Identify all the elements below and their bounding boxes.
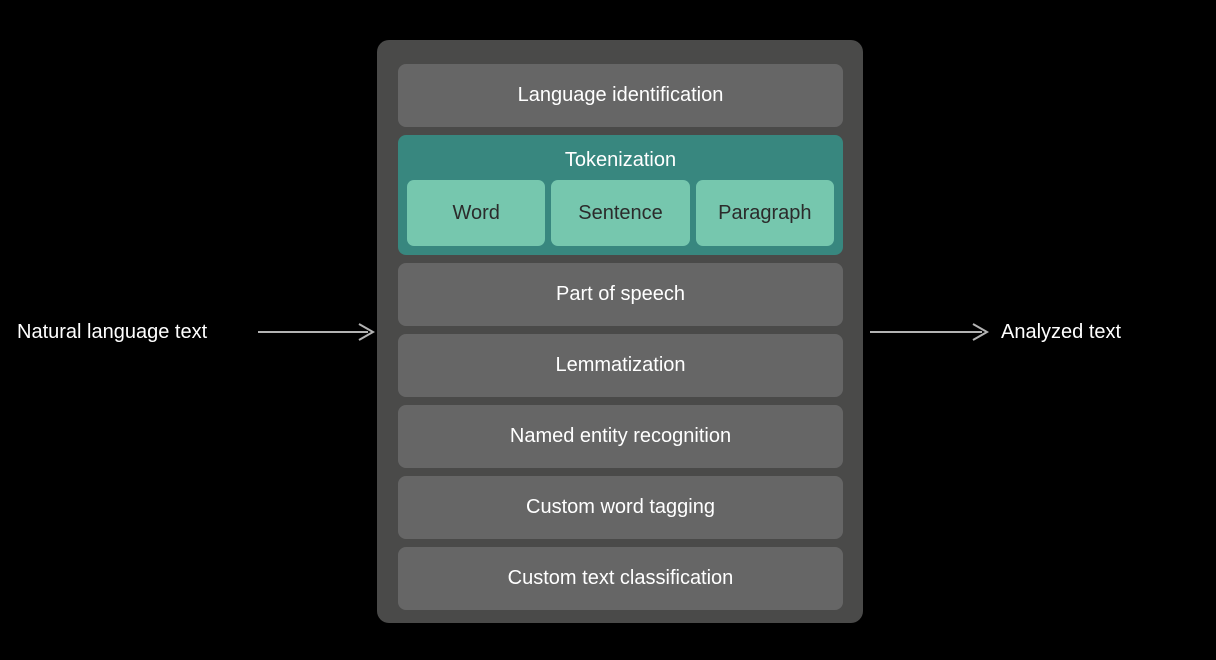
stage-lemmatization[interactable]: Lemmatization: [398, 334, 843, 397]
stage-language-identification[interactable]: Language identification: [398, 64, 843, 127]
input-label: Natural language text: [17, 321, 208, 343]
tokenization-sub-word[interactable]: Word: [407, 180, 546, 246]
tokenization-sub-sentence[interactable]: Sentence: [551, 180, 690, 246]
stage-custom-text-classification[interactable]: Custom text classification: [398, 547, 843, 610]
tokenization-sub-paragraph[interactable]: Paragraph: [695, 180, 834, 246]
stage-part-of-speech[interactable]: Part of speech: [398, 263, 843, 326]
stage-named-entity-recognition[interactable]: Named entity recognition: [398, 405, 843, 468]
arrow-right-icon: [256, 316, 376, 348]
tokenization-subbox-row: Word Sentence Paragraph: [407, 180, 834, 246]
output-label: Analyzed text: [1001, 321, 1122, 343]
nlp-pipeline-container: Language identification Tokenization Wor…: [377, 40, 863, 623]
arrow-right-icon: [868, 316, 992, 348]
stage-tokenization-group[interactable]: Tokenization Word Sentence Paragraph: [398, 135, 843, 255]
stage-custom-word-tagging[interactable]: Custom word tagging: [398, 476, 843, 539]
stage-tokenization-title: Tokenization: [564, 149, 677, 171]
